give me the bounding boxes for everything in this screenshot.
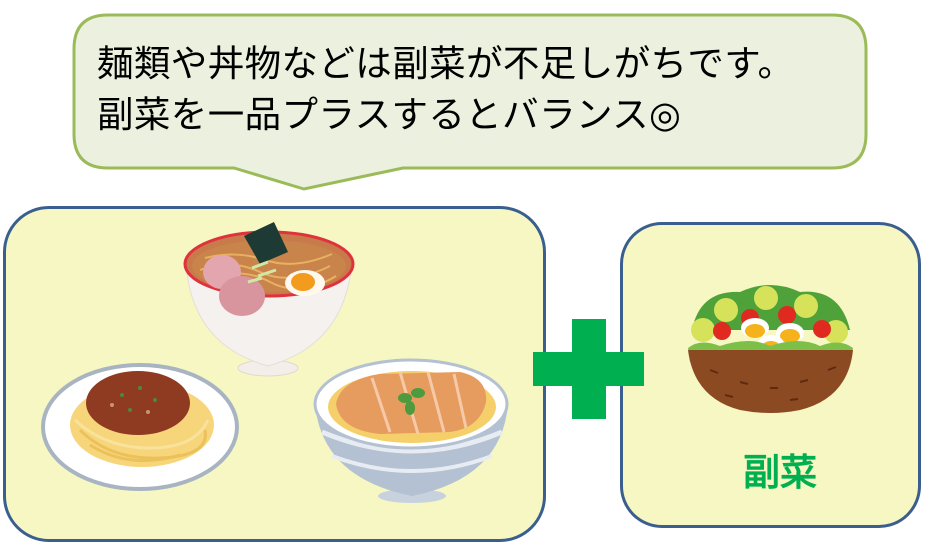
- speech-bubble-line-1: 麺類や丼物などは副菜が不足しがちです。: [97, 42, 795, 85]
- speech-bubble-text: 麺類や丼物などは副菜が不足しがちです。 副菜を一品プラスするとバランス◎: [97, 38, 867, 140]
- speech-bubble-line-2: 副菜を一品プラスするとバランス◎: [97, 93, 682, 136]
- side-dish-label: 副菜: [743, 451, 817, 494]
- plus-icon: [533, 319, 644, 419]
- speech-bubble-shape: [72, 13, 868, 191]
- main-dishes-panel: [3, 206, 546, 542]
